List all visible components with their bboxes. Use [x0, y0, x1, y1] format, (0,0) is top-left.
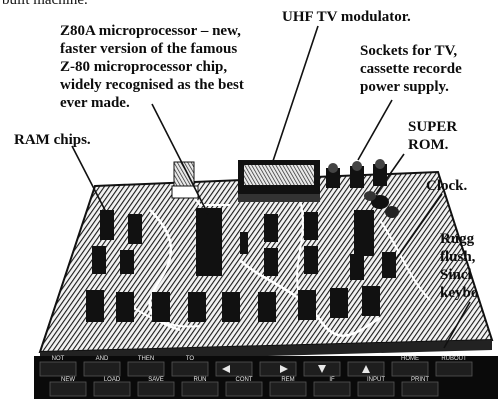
keyboard-strip: NOT AND THEN TO HOME RUBOUT NEW LOAD SAV… — [34, 356, 498, 399]
super-rom-chip — [354, 210, 374, 256]
label-ram-chips: RAM chips. — [14, 131, 91, 149]
uhf-modulator — [238, 160, 320, 202]
label-uhf-modulator: UHF TV modulator. — [282, 8, 411, 26]
key-label-input: INPUT — [367, 377, 385, 383]
label-super-rom: SUPER ROM. — [408, 118, 457, 154]
key-label-run: RUN — [194, 377, 207, 383]
key-label-and: AND — [96, 356, 109, 362]
key-label-to: TO — [186, 356, 195, 362]
key-label-not: NOT — [52, 356, 65, 362]
key-label-rubout: RUBOUT — [441, 356, 467, 362]
label-sockets: Sockets for TV, cassette recorde power s… — [360, 42, 462, 96]
key-label-then: THEN — [138, 356, 154, 362]
label-z80a: Z80A microprocessor – new, faster versio… — [60, 22, 244, 112]
label-clock: Clock. — [426, 177, 467, 195]
key-label-print: PRINT — [411, 377, 429, 383]
key-label-save: SAVE — [148, 377, 164, 383]
key-label-if: IF — [329, 377, 335, 383]
sockets — [326, 159, 387, 188]
key-label-home: HOME — [401, 356, 419, 362]
z80a-chip — [194, 208, 222, 276]
key-label-cont: CONT — [236, 377, 253, 383]
key-label-new: NEW — [61, 377, 75, 383]
label-keyboard: Rugg flush, Sincl keybo — [440, 230, 478, 302]
key-label-rem: REM — [281, 377, 294, 383]
keyboard-bottom-row — [50, 382, 438, 396]
key-label-load: LOAD — [104, 377, 121, 383]
